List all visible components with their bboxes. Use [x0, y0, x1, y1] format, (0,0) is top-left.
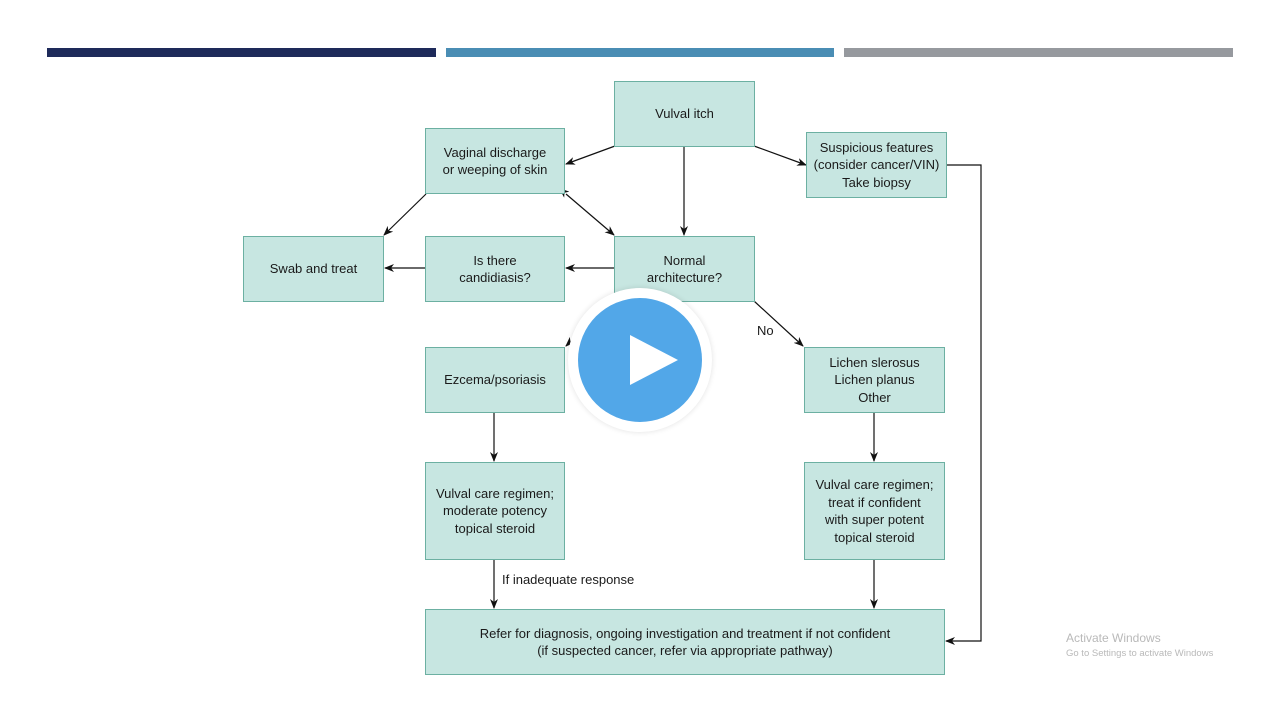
node-eczema-psoriasis: Ezcema/psoriasis: [425, 347, 565, 413]
edge-itch-to-suspicious: [753, 145, 807, 166]
node-swab-and-treat: Swab and treat: [243, 236, 384, 302]
node-moderate-regimen: Vulval care regimen; moderate potency to…: [425, 462, 565, 560]
edge-discharge-to-swab: [383, 193, 427, 236]
header-bar-navy: [47, 48, 436, 57]
node-suspicious-features: Suspicious features (consider cancer/VIN…: [806, 132, 947, 198]
node-refer: Refer for diagnosis, ongoing investigati…: [425, 609, 945, 675]
play-icon: [630, 335, 678, 385]
edge-label-inadequate-response: If inadequate response: [502, 572, 635, 587]
edge-suspicious-to-refer: [945, 164, 982, 645]
header-bar-blue: [446, 48, 834, 57]
edge-normal-to-lichen: [753, 300, 804, 347]
node-vaginal-discharge: Vaginal discharge or weeping of skin: [425, 128, 565, 194]
edge-label-no: No: [757, 323, 774, 338]
node-super-potent-regimen: Vulval care regimen; treat if confident …: [804, 462, 945, 560]
header-bar-gray: [844, 48, 1233, 57]
node-lichen: Lichen slerosus Lichen planus Other: [804, 347, 945, 413]
node-candidiasis: Is there candidiasis?: [425, 236, 565, 302]
activate-windows-subtitle: Go to Settings to activate Windows: [1066, 648, 1214, 659]
play-button-circle[interactable]: [578, 298, 702, 422]
node-normal-architecture: Normal architecture?: [614, 236, 755, 302]
activate-windows-title: Activate Windows: [1066, 631, 1161, 645]
edge-itch-to-discharge: [565, 145, 616, 165]
edge-discharge-normal-bidirectional: [559, 188, 615, 236]
play-button[interactable]: [568, 288, 712, 432]
node-vulval-itch: Vulval itch: [614, 81, 755, 147]
